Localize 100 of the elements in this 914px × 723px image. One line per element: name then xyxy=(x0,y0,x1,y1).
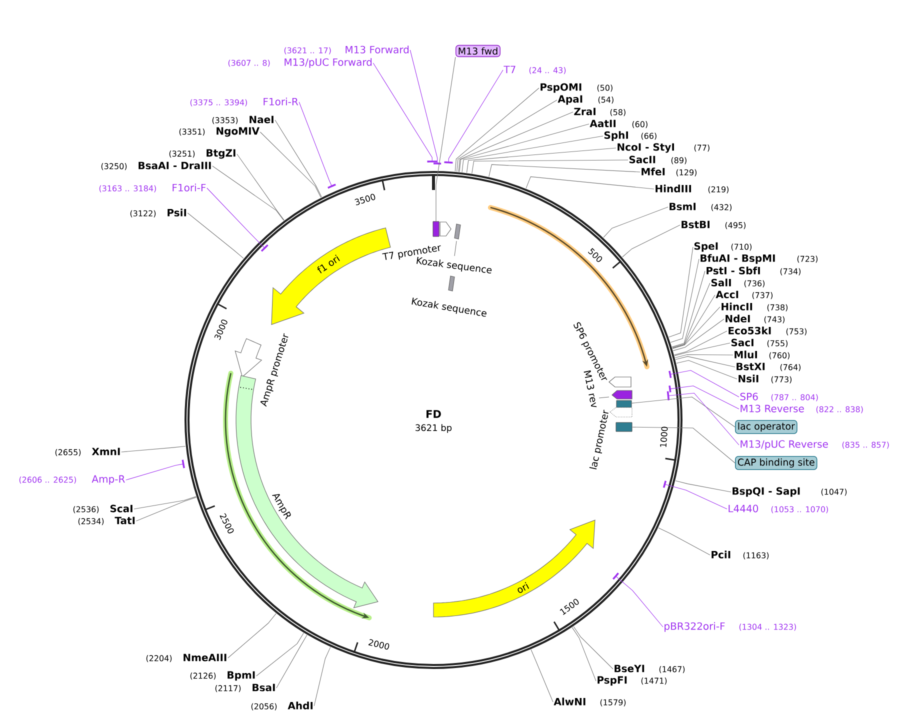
leader-line xyxy=(572,627,596,682)
leader-line xyxy=(603,206,668,238)
leader-line xyxy=(212,166,284,221)
leader-line xyxy=(672,318,724,351)
feature-mark xyxy=(616,422,632,432)
site-label: BspQI - SapI (1047) xyxy=(732,487,847,497)
leader-line xyxy=(448,70,504,163)
leader-line xyxy=(410,50,438,164)
leader-line xyxy=(276,634,308,688)
site-label: (3250) BsaAI - DraIII xyxy=(101,162,211,170)
leader-line xyxy=(672,294,716,348)
sequence-length: 3621 bp xyxy=(416,424,452,433)
leader-line xyxy=(458,112,574,172)
site-label: (3122) PsiI xyxy=(130,208,186,218)
site-label: (2126) BpmI xyxy=(190,671,255,681)
leader-line xyxy=(676,360,738,380)
leader-line xyxy=(675,480,732,492)
site-label: PstI - SbfI (734) xyxy=(706,266,801,276)
leader-line xyxy=(488,164,640,177)
site-label: (2534) TatI xyxy=(78,516,135,526)
primer-label: (3607 .. 8) M13/pUC Forward xyxy=(228,58,372,68)
leader-line xyxy=(136,497,197,522)
leader-line xyxy=(526,176,654,190)
primer-label: (3163 .. 3184) F1ori-F xyxy=(99,184,206,192)
leader-line xyxy=(187,212,244,259)
primer-label: pBR322ori-F (1304 .. 1323) xyxy=(664,622,796,632)
primer-label: M13 Reverse (822 .. 838) xyxy=(740,404,863,414)
leader-line xyxy=(622,224,680,258)
site-label: HincII (738) xyxy=(722,302,788,312)
leader-line xyxy=(675,356,736,368)
leader-line xyxy=(126,464,184,480)
leader-line xyxy=(459,124,590,172)
site-label: BstBI (495) xyxy=(682,220,746,230)
leader-line xyxy=(631,396,736,428)
site-label: (2056) AhdI xyxy=(251,702,313,710)
site-label: BsmI (432) xyxy=(670,202,732,212)
feature-mark: Kozak sequence xyxy=(412,276,486,317)
leader-line xyxy=(472,160,628,174)
site-label: PspFI (1471) xyxy=(598,676,667,686)
site-label: MfeI (129) xyxy=(642,168,697,176)
leader-line xyxy=(466,148,616,173)
leader-line xyxy=(298,102,332,186)
leader-line xyxy=(573,626,614,670)
primer-label: (3375 .. 3394) F1ori-R xyxy=(190,98,298,106)
leader-line xyxy=(674,330,728,356)
leader-line xyxy=(670,370,740,398)
leader-line xyxy=(672,306,720,349)
site-label: (2655) XmnI xyxy=(55,448,120,456)
node-label: lac promoter xyxy=(589,410,608,470)
tick-label: 3000 xyxy=(214,320,228,340)
site-label: PspOMI (50) xyxy=(540,83,612,93)
label-box: lac operator xyxy=(735,420,798,434)
site-label: SacI (755) xyxy=(731,338,788,348)
feature-mark xyxy=(616,400,632,408)
leader-line xyxy=(372,62,432,162)
leader-line xyxy=(670,258,700,343)
primer-label: (2606 .. 2625) Amp-R xyxy=(19,475,125,485)
primer-label: L4440 (1053 .. 1070) xyxy=(728,504,828,514)
site-label: BstXI (764) xyxy=(736,362,801,372)
leader-line xyxy=(530,649,554,702)
site-label: BseYI (1467) xyxy=(614,664,685,674)
site-label: (3251) BtgZI xyxy=(169,149,236,159)
site-label: (2536) ScaI xyxy=(73,504,132,514)
site-label: (3353) NaeI xyxy=(212,116,274,124)
site-label: (2204) NmeAIII xyxy=(146,654,226,662)
site-label: (2117) BsaI xyxy=(215,684,275,692)
primer-label: (3621 .. 17) M13 Forward xyxy=(284,46,409,54)
label-box: CAP binding site xyxy=(735,456,818,470)
site-label: HindIII (219) xyxy=(656,184,729,194)
site-label: SacII (89) xyxy=(629,156,686,164)
site-label: AccI (737) xyxy=(716,290,773,300)
site-label: NcoI - StyI (77) xyxy=(618,143,710,153)
leader-line xyxy=(668,392,740,446)
leader-line xyxy=(672,270,706,348)
leader-line xyxy=(674,354,734,358)
feature-mark: lac promoter xyxy=(589,407,632,470)
site-label: NsiI (773) xyxy=(738,374,792,384)
site-label: PciI (1163) xyxy=(712,550,769,560)
leader-line xyxy=(456,100,558,172)
leader-line xyxy=(668,246,694,338)
site-label: BfuAI - BspMI (723) xyxy=(700,254,818,264)
site-label: (3351) NgoMIV xyxy=(179,127,260,137)
leader-line xyxy=(134,496,196,510)
site-label: AatII (60) xyxy=(590,120,648,128)
leader-line xyxy=(236,154,284,220)
leader-line xyxy=(674,342,730,356)
leader-line xyxy=(436,56,456,222)
leader-line xyxy=(454,88,540,172)
leader-line xyxy=(632,426,736,464)
site-label: Eco53kI (753) xyxy=(728,326,807,336)
leader-line xyxy=(206,188,265,248)
leader-line xyxy=(670,386,740,410)
site-label: ApaI (54) xyxy=(558,95,614,105)
primer-label: T7 (24 .. 43) xyxy=(504,66,566,74)
site-label: SalI (736) xyxy=(711,278,765,288)
site-label: ZraI (58) xyxy=(574,108,626,116)
leader-line xyxy=(314,646,331,706)
leader-line xyxy=(256,632,304,676)
tick-label: 500 xyxy=(588,248,602,262)
site-label: MluI (760) xyxy=(734,350,790,360)
